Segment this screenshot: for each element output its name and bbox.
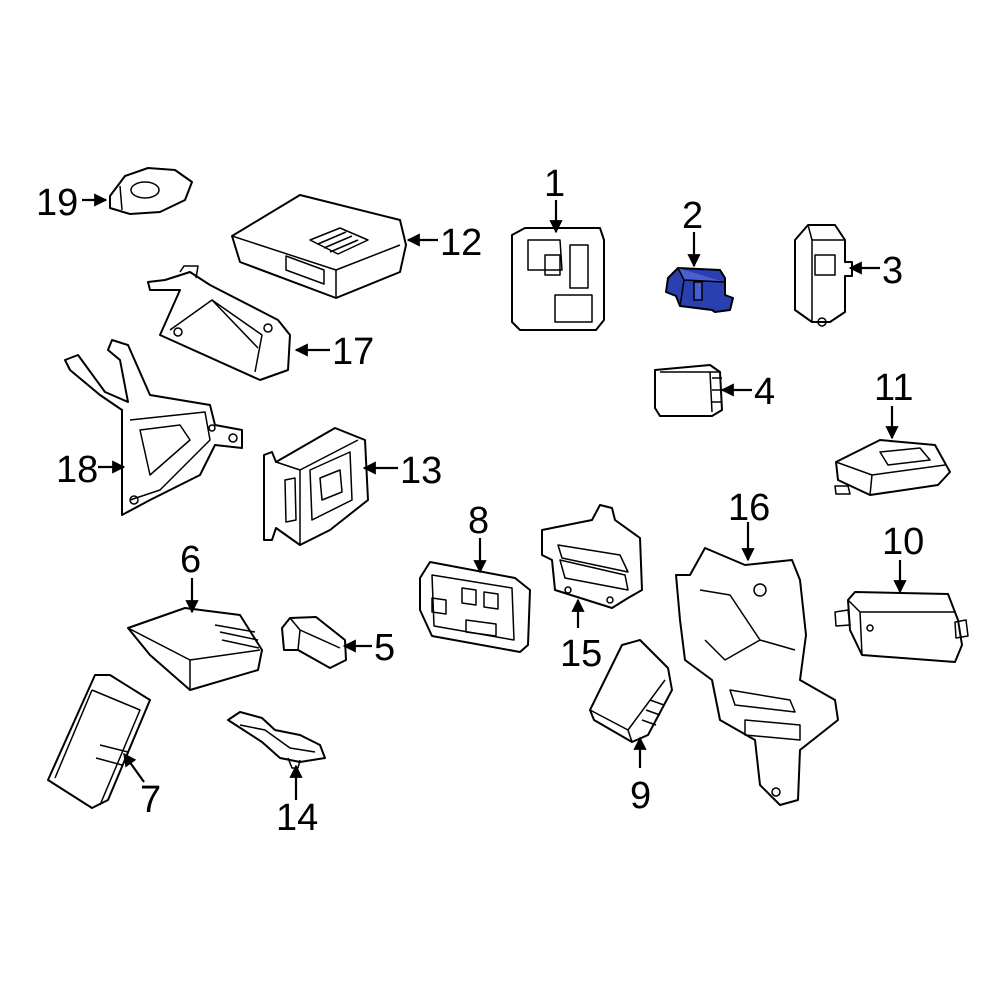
part-12[interactable]	[231, 194, 407, 299]
callout-1[interactable]: 1	[544, 163, 565, 205]
part-11[interactable]	[834, 439, 951, 496]
callout-5[interactable]: 5	[374, 627, 395, 669]
part-7[interactable]	[47, 674, 151, 809]
part-9[interactable]	[589, 639, 673, 743]
part-16[interactable]	[675, 547, 839, 806]
leader-7	[123, 752, 145, 783]
callout-10[interactable]: 10	[882, 521, 924, 563]
callout-12[interactable]: 12	[440, 222, 482, 264]
part-8[interactable]	[419, 561, 531, 653]
callout-7[interactable]: 7	[140, 779, 161, 821]
part-6[interactable]	[127, 607, 263, 691]
part-15[interactable]	[541, 504, 643, 609]
part-17[interactable]	[147, 265, 291, 381]
callout-17[interactable]: 17	[332, 331, 374, 373]
callout-13[interactable]: 13	[400, 450, 442, 492]
part-1[interactable]	[511, 227, 605, 331]
callout-14[interactable]: 14	[276, 797, 318, 839]
part-4[interactable]	[654, 364, 723, 417]
callout-19[interactable]: 19	[36, 182, 78, 224]
callout-8[interactable]: 8	[468, 500, 489, 542]
callout-3[interactable]: 3	[882, 250, 903, 292]
part-19[interactable]	[109, 167, 193, 215]
callout-11[interactable]: 11	[874, 367, 913, 409]
part-14[interactable]	[227, 711, 326, 769]
part-13[interactable]	[263, 427, 369, 546]
part-10[interactable]	[834, 591, 969, 663]
part-5[interactable]	[281, 616, 347, 669]
part-3[interactable]	[794, 224, 853, 327]
callout-9[interactable]: 9	[630, 775, 651, 817]
callout-18[interactable]: 18	[56, 449, 98, 491]
callout-4[interactable]: 4	[754, 371, 775, 413]
callout-6[interactable]: 6	[180, 539, 201, 581]
part-18[interactable]	[64, 339, 243, 516]
callout-16[interactable]: 16	[728, 487, 770, 529]
part-2-highlighted[interactable]	[665, 267, 734, 313]
callout-15[interactable]: 15	[560, 633, 602, 675]
callout-2[interactable]: 2	[682, 195, 703, 237]
